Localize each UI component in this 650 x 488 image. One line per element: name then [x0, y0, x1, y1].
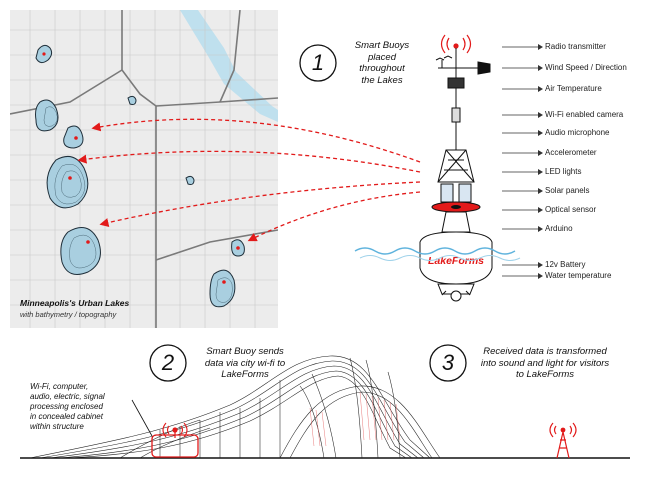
- label-radio-transmitter: Radio transmitter: [545, 42, 606, 51]
- lake-3-marker: [74, 136, 78, 140]
- component-leader-heads: [538, 44, 543, 279]
- lakes: [35, 44, 245, 308]
- lakeforms-structure: [29, 355, 441, 459]
- label-water-temperature: Water temperature: [545, 271, 612, 280]
- lake-7-marker: [222, 280, 226, 284]
- cabinet-note-line: within structure: [30, 422, 84, 431]
- label-accelerometer: Accelerometer: [545, 148, 597, 157]
- water-waves: [354, 247, 516, 255]
- map-title: Minneapolis's Urban Lakes: [20, 298, 130, 308]
- cabinet-wifi-icon: [162, 422, 188, 438]
- lake-4-marker: [68, 176, 72, 180]
- lake-9: [127, 95, 137, 105]
- step2-line: Smart Buoy sends: [206, 346, 284, 357]
- step1-number: 1: [311, 50, 325, 75]
- cabinet-note: Wi-Fi, computer, audio, electric, signal…: [30, 382, 164, 432]
- step1-circle: [299, 44, 337, 82]
- step3-line: Received data is transformed: [483, 346, 607, 357]
- step2-circle: [149, 344, 187, 382]
- lake-3: [63, 125, 84, 149]
- cabinet-note-line: Wi-Fi, computer,: [30, 382, 89, 391]
- lake-8: [185, 175, 195, 185]
- label-wind: Wind Speed / Direction: [545, 63, 627, 72]
- lake-5: [60, 227, 101, 275]
- step2-text: Smart Buoy sends data via city wi-fi to …: [190, 346, 300, 381]
- step3-number: 3: [441, 350, 455, 375]
- deployment-arrows: [77, 118, 421, 242]
- step3-text: Received data is transformed into sound …: [470, 346, 620, 381]
- radio-waves: [440, 34, 472, 54]
- buoy-brand: LakeForms: [428, 255, 484, 267]
- step1-line: Smart Buoys: [354, 40, 410, 51]
- lake-5-marker: [86, 240, 90, 244]
- lakes-map: [10, 10, 278, 328]
- step1-text: Smart Buoys placed throughout the Lakes: [340, 40, 424, 86]
- map-subtitle: with bathymetry / topography: [20, 310, 117, 319]
- cabinet-leader: [131, 399, 153, 437]
- river: [180, 10, 278, 122]
- cabinet: [151, 434, 199, 458]
- smart-buoy: [419, 34, 493, 302]
- cabinet-note-line: audio, electric, signal: [30, 392, 105, 401]
- lake-6-marker: [236, 246, 240, 250]
- step2-line: data via city wi-fi to: [204, 357, 286, 369]
- cabinet-note-line: in concealed cabinet: [30, 412, 103, 421]
- arrow-to-lake-5: [99, 181, 421, 227]
- step1-line: the Lakes: [361, 74, 403, 86]
- arrow-to-lake-3: [91, 118, 421, 163]
- map-graphic: [10, 10, 278, 328]
- step3-line: to LakeForms: [515, 369, 575, 380]
- arrow-to-lake-4: [77, 150, 421, 173]
- cabinet-note-line: processing enclosed: [30, 402, 103, 411]
- label-battery: 12v Battery: [545, 260, 586, 269]
- street-grid: [10, 10, 278, 328]
- label-led-lights: LED lights: [545, 167, 582, 176]
- label-camera: Wi-Fi enabled camera: [545, 110, 624, 119]
- arrow-to-lake-6: [247, 191, 421, 242]
- step2-line: LakeForms: [221, 369, 269, 380]
- label-optical-sensor: Optical sensor: [545, 205, 597, 214]
- light-patches: [309, 391, 401, 447]
- lake-1-marker: [42, 52, 46, 56]
- component-leaders: [502, 46, 538, 277]
- step2-number: 2: [161, 350, 175, 375]
- label-microphone: Audio microphone: [545, 128, 610, 137]
- step3-circle: [429, 344, 467, 382]
- step1-line: placed: [368, 51, 396, 63]
- label-arduino: Arduino: [545, 224, 573, 233]
- step3-line: into sound and light for visitors: [480, 357, 610, 369]
- lake-2: [35, 99, 59, 132]
- step1-line: throughout: [359, 63, 405, 74]
- label-solar-panels: Solar panels: [545, 186, 590, 195]
- receiver-tower-icon: [549, 422, 577, 459]
- bathymetry-contours: [43, 106, 233, 303]
- label-air-temperature: Air Temperature: [545, 84, 602, 93]
